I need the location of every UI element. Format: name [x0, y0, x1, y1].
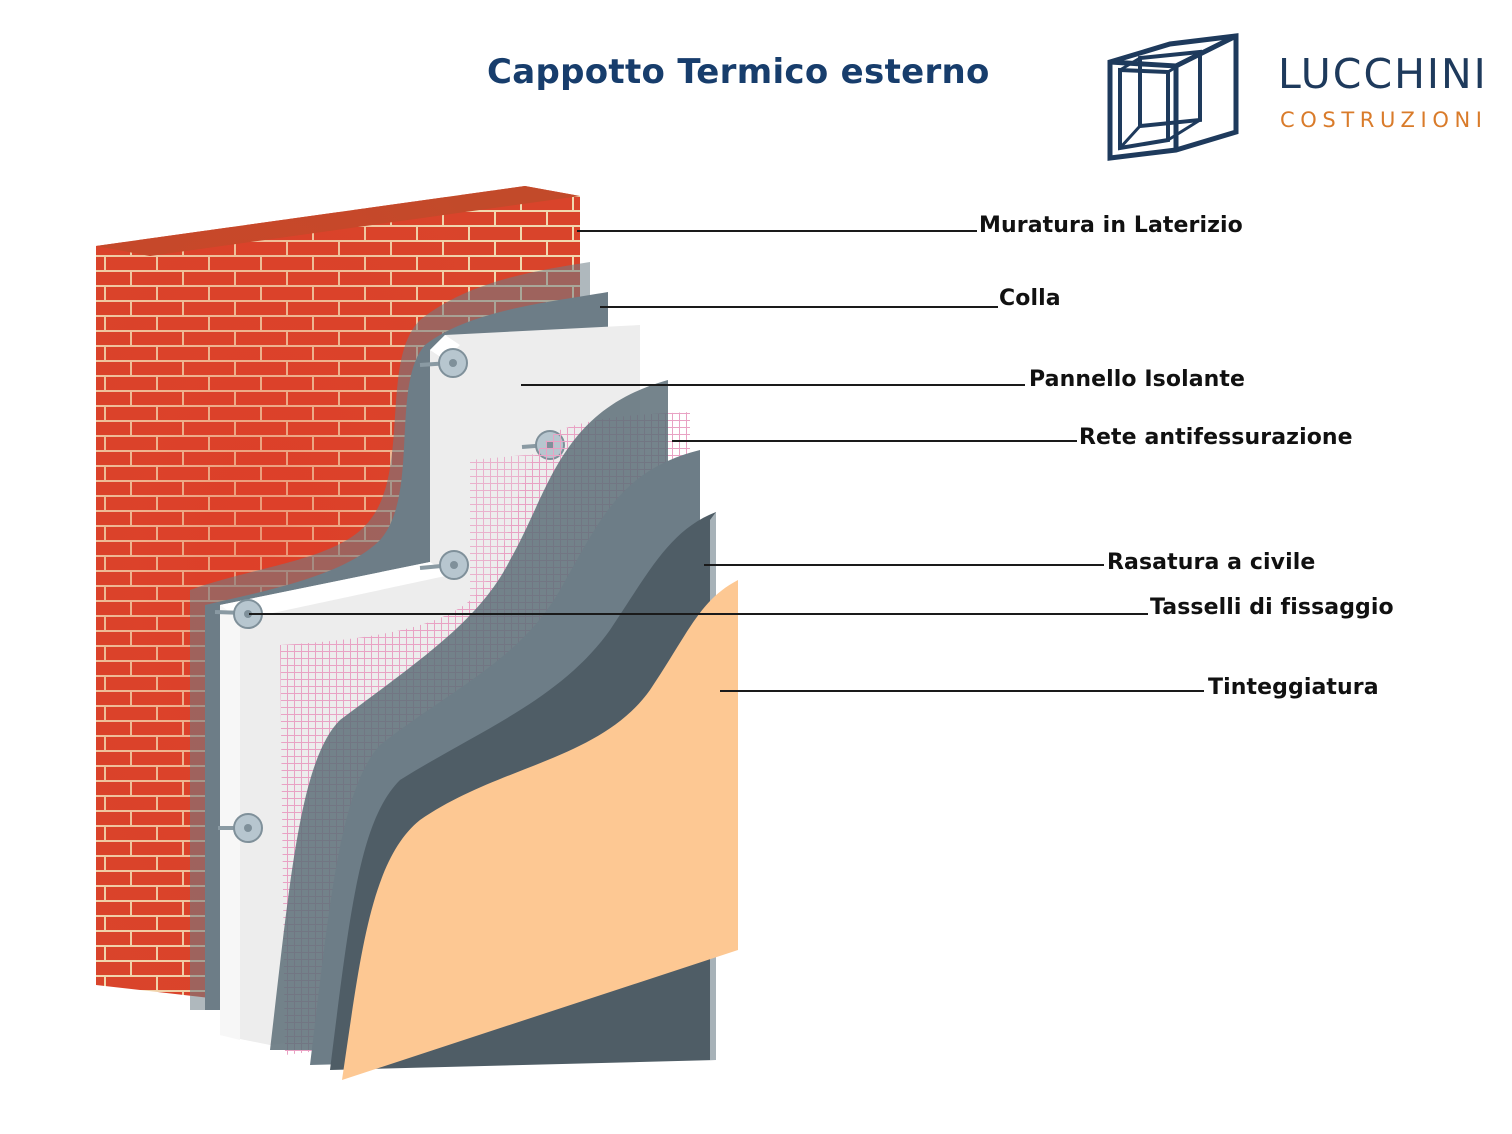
label-muratura: Muratura in Laterizio: [979, 213, 1243, 238]
label-rasatura: Rasatura a civile: [1107, 550, 1316, 575]
anchor-5: [218, 813, 263, 843]
anchor-3: [419, 550, 469, 580]
brand-name: LUCCHINI: [1278, 50, 1488, 98]
anchor-1: [419, 348, 468, 378]
paint-layer: [342, 580, 738, 1080]
label-pannello: Pannello Isolante: [1029, 367, 1246, 392]
page-title: Cappotto Termico esterno: [487, 52, 990, 92]
label-colla: Colla: [999, 286, 1061, 311]
label-rete: Rete antifessurazione: [1079, 425, 1353, 450]
brand-subtitle: COSTRUZIONI: [1280, 108, 1488, 132]
label-tasselli: Tasselli di fissaggio: [1150, 595, 1394, 620]
label-tinteggiatura: Tinteggiatura: [1208, 675, 1379, 700]
leader-lines: [249, 230, 1204, 692]
lucchini-logo-icon: [1107, 33, 1239, 161]
